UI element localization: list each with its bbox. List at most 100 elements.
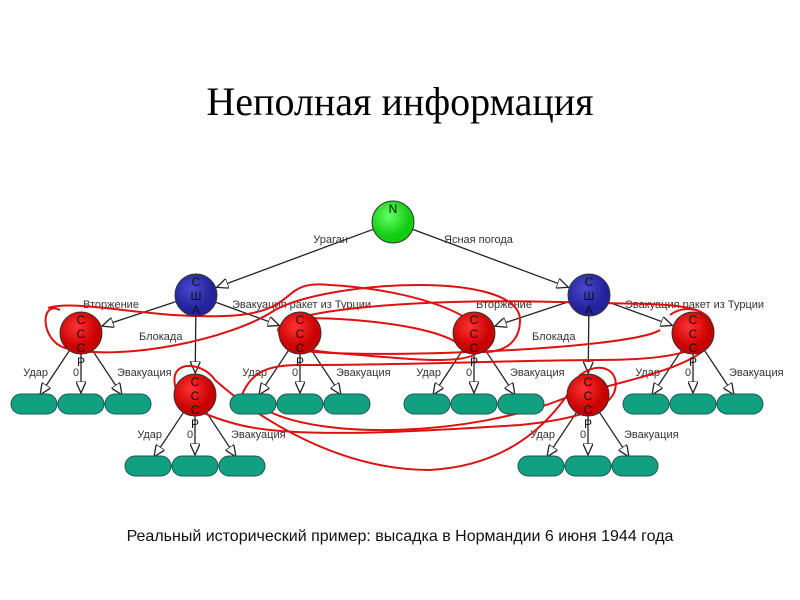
edge-arrow <box>411 228 569 287</box>
edge-arrow <box>310 349 341 395</box>
terminal-node <box>10 393 58 415</box>
ussr-node-label: С <box>77 313 86 327</box>
edge-label-evacuation: Эвакуация <box>336 367 391 379</box>
usa-node-label: Ш <box>584 289 595 303</box>
ussr-node <box>566 373 610 417</box>
ussr-node-label: С <box>191 375 200 389</box>
edge-arrow <box>703 349 734 395</box>
edge-label-evacuation: Эвакуация <box>231 429 286 441</box>
usa-node-label: С <box>192 275 201 289</box>
usa-node <box>567 273 611 317</box>
terminal-node <box>229 393 277 415</box>
edge-label-evacuation: Эвакуация <box>117 367 172 379</box>
terminal-node <box>124 455 172 477</box>
terminal-node <box>57 393 105 415</box>
ussr-node <box>173 373 217 417</box>
terminal-node <box>323 393 371 415</box>
ussr-node-label: С <box>470 341 479 355</box>
edge-label-blockade: Блокада <box>532 331 576 343</box>
ussr-node-label: С <box>296 341 305 355</box>
ussr-node-label: Р <box>77 355 85 369</box>
ussr-node <box>278 311 322 355</box>
edge-arrow <box>259 349 290 395</box>
edge-arrow <box>607 301 673 326</box>
edge-arrow <box>495 300 571 326</box>
terminal-node <box>104 393 152 415</box>
ussr-node-label: С <box>689 341 698 355</box>
ussr-node-label: Р <box>584 417 592 431</box>
terminal-node <box>171 455 219 477</box>
terminal-node <box>403 393 451 415</box>
terminal-node <box>450 393 498 415</box>
ussr-node-label: Р <box>191 417 199 431</box>
ussr-node <box>671 311 715 355</box>
edge-label-zero: 0 <box>292 367 298 379</box>
nature-node-label: N <box>389 202 398 216</box>
edge-arrow <box>652 349 683 395</box>
edge-arrow <box>40 349 71 395</box>
terminal-node <box>669 393 717 415</box>
edge-arrow <box>205 411 236 457</box>
ussr-node-label: Р <box>296 355 304 369</box>
ussr-node-label: С <box>584 375 593 389</box>
terminal-node <box>497 393 545 415</box>
usa-node <box>174 273 218 317</box>
edge-label-blockade: Блокада <box>139 331 183 343</box>
ussr-node-label: С <box>296 327 305 341</box>
edge-label-strike: Удар <box>530 429 555 441</box>
ussr-node <box>452 311 496 355</box>
ussr-node-label: С <box>689 327 698 341</box>
ussr-node-label: С <box>296 313 305 327</box>
edge-arrow <box>484 349 515 395</box>
edge-label-zero: 0 <box>466 367 472 379</box>
slide-caption: Реальный исторический пример: высадка в … <box>126 528 674 545</box>
ussr-node <box>59 311 103 355</box>
edge-label-evacuation: Эвакуация <box>729 367 784 379</box>
usa-node-label: А <box>585 303 593 317</box>
edge-label-zero: 0 <box>580 429 586 441</box>
edge-label-evacuation: Эвакуация <box>510 367 565 379</box>
edge-arrow <box>195 314 196 373</box>
edge-label-strike: Удар <box>416 367 441 379</box>
ussr-node-label: С <box>584 403 593 417</box>
terminal-node <box>611 455 659 477</box>
ussr-node-label: С <box>470 327 479 341</box>
edge-arrow <box>154 411 185 457</box>
ussr-node-label: С <box>584 389 593 403</box>
edge-label-strike: Удар <box>23 367 48 379</box>
ussr-node-label: С <box>689 313 698 327</box>
terminal-node <box>276 393 324 415</box>
edge-label-strike: Удар <box>137 429 162 441</box>
edge-arrow <box>91 349 122 395</box>
edge-label-clear-weather: Ясная погода <box>444 234 514 246</box>
terminal-node <box>622 393 670 415</box>
ussr-node-label: С <box>191 403 200 417</box>
terminal-node <box>218 455 266 477</box>
ussr-node-label: С <box>77 327 86 341</box>
ussr-node-label: С <box>77 341 86 355</box>
edge-label-zero: 0 <box>187 429 193 441</box>
ussr-node-label: С <box>470 313 479 327</box>
slide-title: Неполная информация <box>206 79 594 124</box>
ussr-node-label: Р <box>689 355 697 369</box>
terminal-node <box>716 393 764 415</box>
ussr-node-label: С <box>191 389 200 403</box>
edge-arrow <box>217 228 375 287</box>
terminal-node <box>517 455 565 477</box>
usa-node-label: Ш <box>191 289 202 303</box>
edge-label-evacuation: Эвакуация <box>624 429 679 441</box>
edge-arrow <box>433 349 464 395</box>
edge-arrow <box>598 411 629 457</box>
edge-arrow <box>102 300 178 326</box>
ussr-node-label: Р <box>470 355 478 369</box>
terminal-node <box>564 455 612 477</box>
edge-arrow <box>547 411 578 457</box>
info-set-curve <box>173 365 617 472</box>
nature-node <box>371 200 415 244</box>
edge-label-zero: 0 <box>73 367 79 379</box>
edge-label-evacuation-missiles: Эвакуация ракет из Турции <box>625 299 764 311</box>
usa-node-label: С <box>585 275 594 289</box>
edge-label-zero: 0 <box>685 367 691 379</box>
